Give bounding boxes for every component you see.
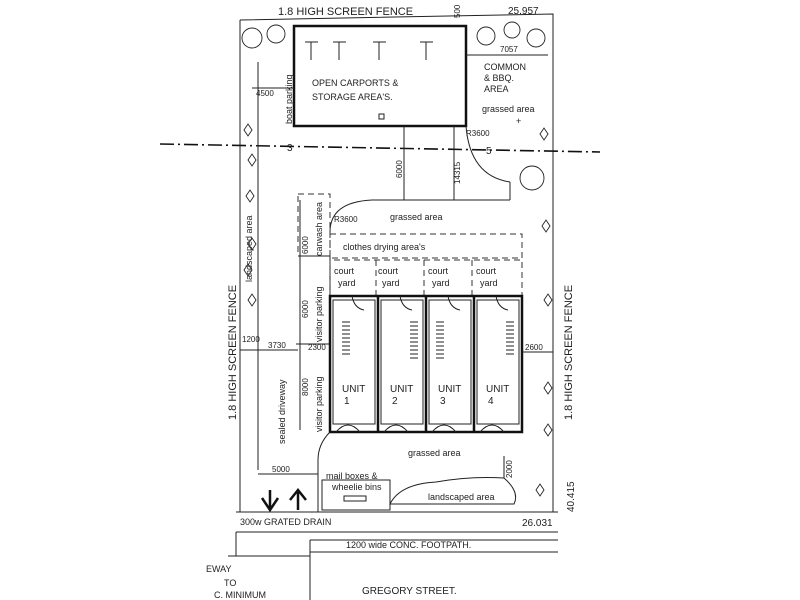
unit-1-label: UNIT xyxy=(342,384,365,395)
common-area-line3: AREA xyxy=(484,84,509,94)
common-area-line2: & BBQ. xyxy=(484,73,514,83)
court-yard-4-line1: court xyxy=(476,266,497,276)
court-yard-2-line1: court xyxy=(378,266,399,276)
tree-icons xyxy=(241,21,553,497)
left-fence-label: 1.8 HIGH SCREEN FENCE xyxy=(227,285,239,420)
street-name: GREGORY STREET. xyxy=(362,586,457,597)
grassed-area-bottom: grassed area xyxy=(408,448,461,458)
landscaped-area-bottom: landscaped area xyxy=(428,492,495,502)
common-area-line1: COMMON xyxy=(484,62,526,72)
street-note-line1: EWAY xyxy=(206,564,232,574)
court-yard-1-line1: court xyxy=(334,266,355,276)
driveway-curve-top xyxy=(465,125,511,183)
tree-icon xyxy=(503,21,521,39)
right-fence-label: 1.8 HIGH SCREEN FENCE xyxy=(563,285,575,420)
dim-6000-b: 6000 xyxy=(301,300,310,318)
unit-3-number: 3 xyxy=(440,396,446,407)
lot-marker-right: 5 xyxy=(486,146,492,157)
carport-dim-top: 500 xyxy=(453,4,462,18)
unit-4-label: UNIT xyxy=(486,384,509,395)
visitor-parking-2-label: visitor parking xyxy=(314,376,324,432)
lot-marker-left: 3 xyxy=(287,143,293,154)
grated-drain-label: 300w GRATED DRAIN xyxy=(240,517,331,527)
court-yard-4-line2: yard xyxy=(480,278,498,288)
site-boundary xyxy=(228,13,558,600)
units-block xyxy=(328,294,524,434)
dim-3730: 3730 xyxy=(268,341,286,350)
grassed-area-top: grassed area xyxy=(482,104,535,114)
unit-4-number: 4 xyxy=(488,396,494,407)
dim-1200: 1200 xyxy=(242,335,260,344)
driveway-curve-mid xyxy=(329,199,510,233)
sealed-driveway-label: sealed driveway xyxy=(277,379,287,444)
front-grass-edge xyxy=(317,431,331,512)
dim-14315: 14315 xyxy=(453,161,462,184)
visitor-parking-1-label: visitor parking xyxy=(314,286,324,342)
landscaped-area-left: landscaped area xyxy=(244,215,254,282)
landscaped-bed xyxy=(389,477,517,505)
street-note-line2: TO xyxy=(224,578,236,588)
unit-2-label: UNIT xyxy=(390,384,413,395)
carport-dim-right: 7057 xyxy=(500,45,518,54)
mail-boxes-line2: wheelie bins xyxy=(331,482,382,492)
carport-building xyxy=(292,24,468,128)
carport-label-line2: STORAGE AREA'S. xyxy=(312,92,393,102)
clothes-drying-label: clothes drying area's xyxy=(343,242,426,252)
unit-2-number: 2 xyxy=(392,396,398,407)
carport-dim-left: 4500 xyxy=(256,89,274,98)
traffic-arrows xyxy=(260,487,307,513)
boat-parking-label: boat parking xyxy=(284,74,294,124)
unit-3-label: UNIT xyxy=(438,384,461,395)
dim-6000-vertical: 6000 xyxy=(395,160,404,178)
grassed-area-mid: grassed area xyxy=(390,212,443,222)
radius-top: R3600 xyxy=(466,129,490,138)
dim-2000: 2000 xyxy=(505,460,514,478)
tree-icon xyxy=(476,26,496,46)
court-yard-1-line2: yard xyxy=(338,278,356,288)
lot-line xyxy=(159,143,601,153)
plus-marker: + xyxy=(516,116,521,126)
court-yard-3-line1: court xyxy=(428,266,449,276)
tree-icon xyxy=(266,24,286,44)
court-yard-3-line2: yard xyxy=(432,278,450,288)
radius-mid: R3600 xyxy=(334,215,358,224)
dim-5000: 5000 xyxy=(272,465,290,474)
top-fence-label: 1.8 HIGH SCREEN FENCE xyxy=(278,6,413,18)
tree-icon xyxy=(526,28,546,48)
top-dimension: 25.957 xyxy=(508,6,539,17)
mail-bins-box xyxy=(321,479,391,511)
unit-1-number: 1 xyxy=(344,396,350,407)
shrub-icon xyxy=(243,123,553,497)
dim-2600: 2600 xyxy=(525,343,543,352)
bottom-dimension: 26.031 xyxy=(522,518,553,529)
dim-2300: 2300 xyxy=(308,343,326,352)
street-note-line3: C. MINIMUM xyxy=(214,590,266,600)
tree-icon xyxy=(241,27,263,49)
dim-8000: 8000 xyxy=(301,378,310,396)
court-yard-2-line2: yard xyxy=(382,278,400,288)
right-dimension: 40.415 xyxy=(566,481,577,512)
tree-icon xyxy=(519,165,545,191)
footpath-label: 1200 wide CONC. FOOTPATH. xyxy=(346,540,471,550)
carport-label-line1: OPEN CARPORTS & xyxy=(312,78,398,88)
dim-6000-a: 6000 xyxy=(301,236,310,254)
carwash-label: carwash area xyxy=(314,202,324,256)
mail-boxes-line1: mail boxes & xyxy=(326,471,378,481)
court-yards xyxy=(329,259,523,296)
